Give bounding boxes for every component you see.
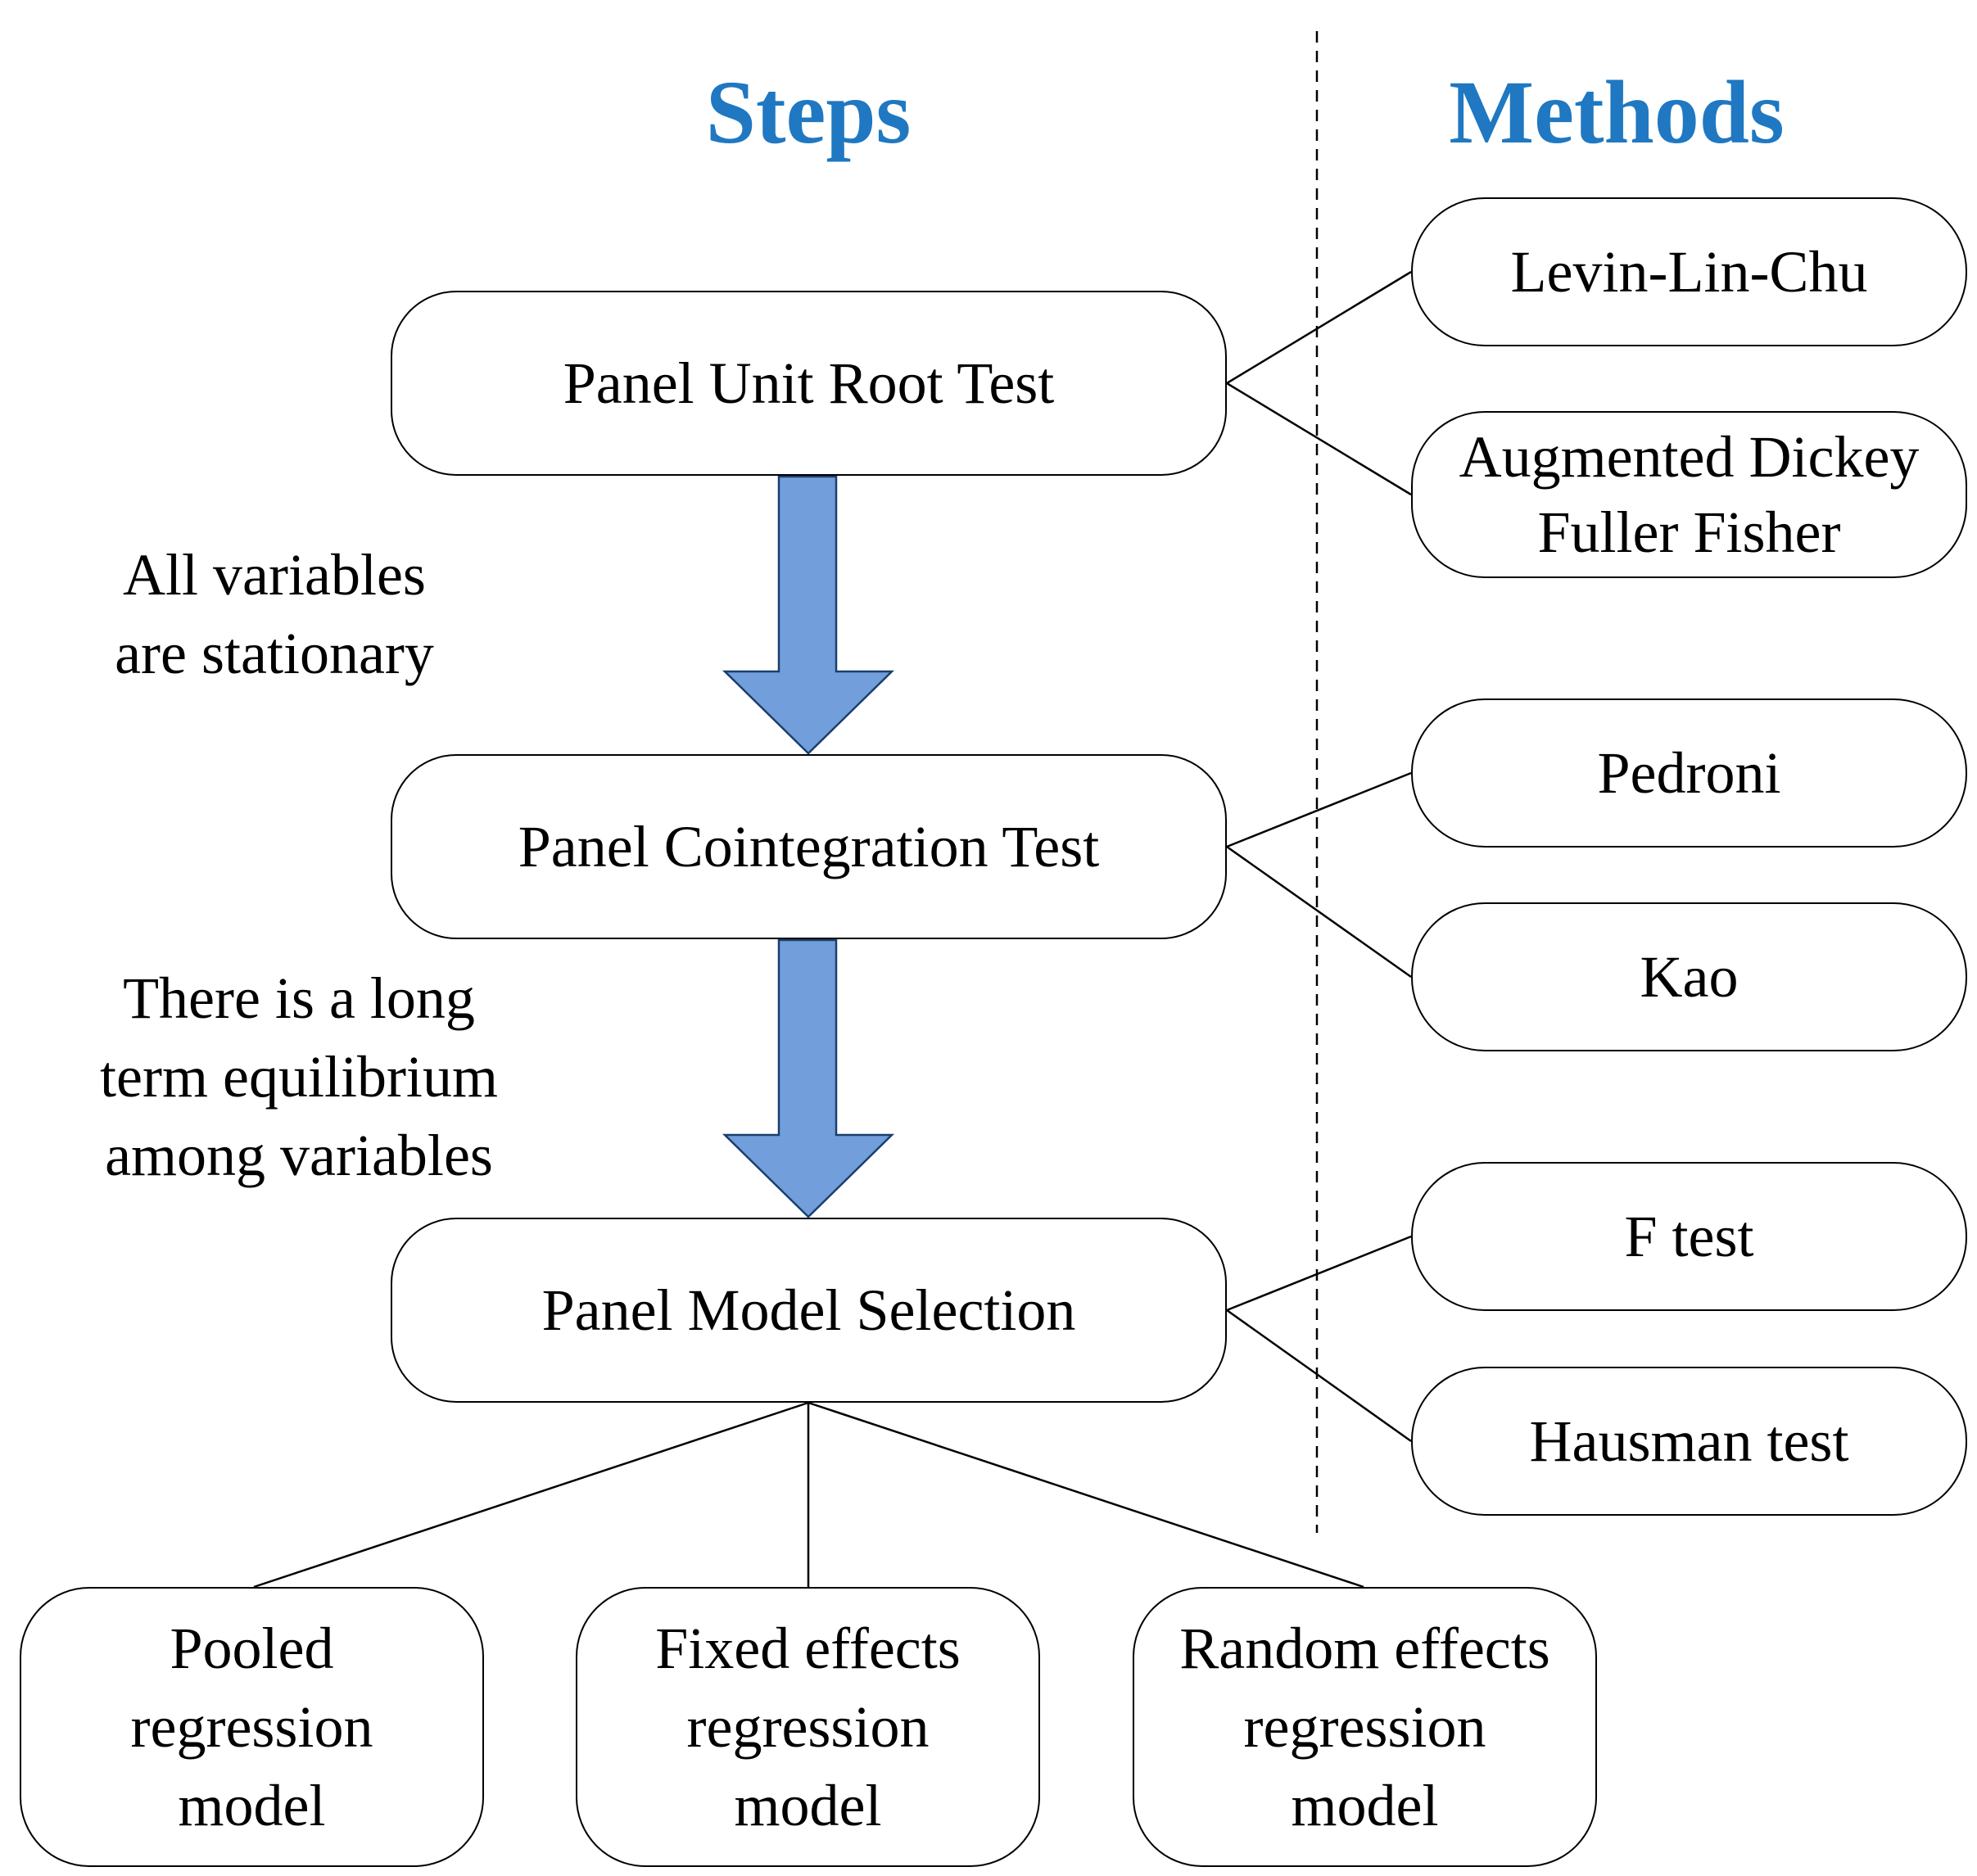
transition-label-stationary: All variables are stationary [115,542,434,686]
step-label: Panel Model Selection [541,1277,1076,1343]
model-label: Random effects regression model [1179,1616,1550,1838]
model-pooled-regression: Pooled regression model [20,1587,484,1867]
method-hausman-test: Hausman test [1411,1367,1967,1516]
step-label: Panel Cointegration Test [518,814,1100,879]
step-panel-cointegration-test: Panel Cointegration Test [391,754,1227,939]
model-label: Fixed effects regression model [655,1616,961,1838]
method-kao: Kao [1411,902,1967,1051]
transition-label-equilibrium: There is a long term equilibrium among v… [100,965,498,1188]
down-arrow-icon [722,938,895,1218]
method-label: Hausman test [1529,1408,1849,1474]
down-arrow-icon [722,475,895,755]
method-levin-lin-chu: Levin-Lin-Chu [1411,197,1967,346]
method-pedroni: Pedroni [1411,698,1967,848]
method-label: Levin-Lin-Chu [1510,239,1868,305]
method-label: Kao [1640,944,1739,1010]
methods-header: Methods [1449,62,1785,162]
connector-selection-ftest [1226,1235,1412,1312]
connector-selection-pooled [253,1401,809,1589]
connector-unit-root-levin [1226,270,1412,385]
model-random-effects-regression: Random effects regression model [1133,1587,1597,1867]
connector-unit-root-adf [1226,382,1412,496]
connector-cointegration-kao [1226,845,1412,979]
method-label: Augmented Dickey Fuller Fisher [1459,424,1920,565]
step-panel-unit-root-test: Panel Unit Root Test [391,291,1227,476]
method-augmented-dickey-fuller-fisher: Augmented Dickey Fuller Fisher [1411,411,1967,578]
connector-selection-random [808,1401,1364,1589]
step-label: Panel Unit Root Test [563,350,1055,416]
connector-selection-hausman [1226,1309,1412,1443]
method-f-test: F test [1411,1162,1967,1311]
model-fixed-effects-regression: Fixed effects regression model [576,1587,1040,1867]
method-label: Pedroni [1597,740,1781,806]
steps-header: Steps [705,62,912,162]
step-panel-model-selection: Panel Model Selection [391,1218,1227,1403]
method-label: F test [1624,1204,1754,1269]
connector-cointegration-pedroni [1226,771,1412,848]
model-label: Pooled regression model [130,1616,373,1838]
